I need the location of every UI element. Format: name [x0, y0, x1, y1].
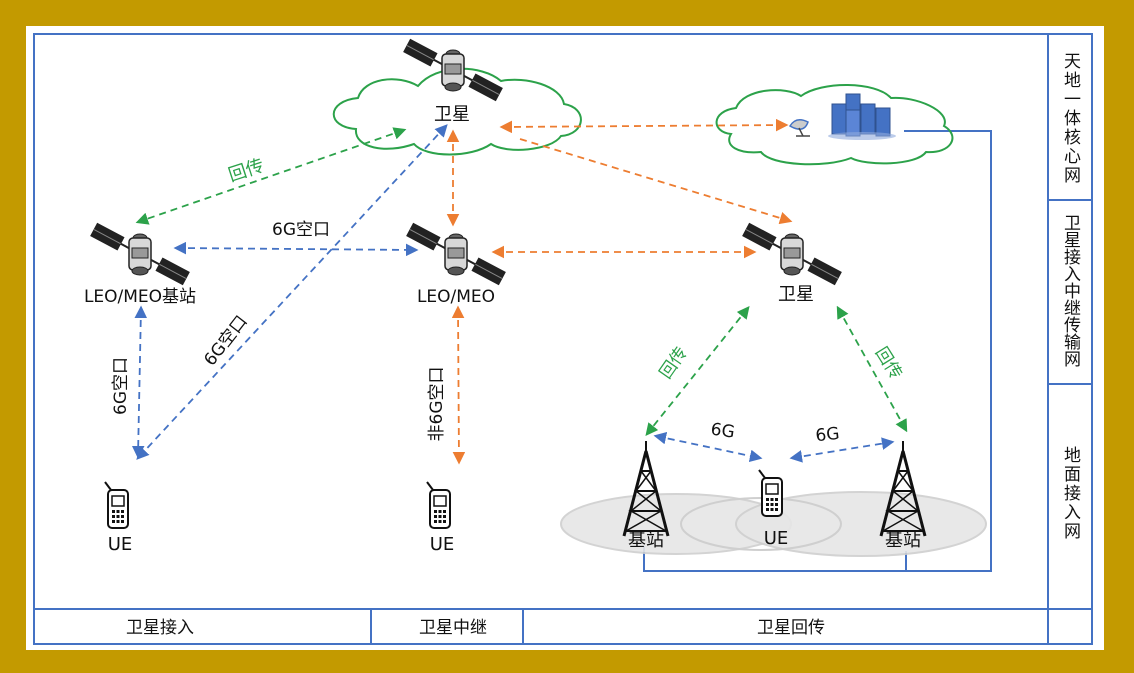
link-6g-air-vertical: [131, 305, 148, 459]
bottom-label-backhaul: 卫星回传: [757, 618, 825, 638]
backhaul-right-left-label: 回传: [656, 343, 692, 382]
base-station-right-label: 基站: [885, 530, 921, 551]
link-sat-core: [499, 118, 789, 134]
bottom-label-relay: 卫星中继: [419, 618, 487, 638]
right-satellite-label: 卫星: [778, 284, 814, 305]
ue-right-icon: [758, 469, 783, 517]
ue-middle-label: UE: [430, 534, 455, 555]
link-6g-air-diagonal: [136, 124, 448, 460]
backhaul-left-label: 回传: [226, 155, 267, 186]
leo-meo-satellite-icon: [405, 222, 507, 286]
non-6g-air-label: 非6G空口: [427, 367, 447, 442]
leo-meo-base-label: LEO/MEO基站: [84, 287, 196, 307]
backhaul-wire: [643, 130, 992, 572]
g6-right-label: 6G: [814, 424, 840, 446]
ue-middle-icon: [426, 481, 451, 529]
link-backhaul-left: [135, 127, 407, 225]
link-6g-air-top: [173, 241, 419, 257]
satellite-dish-icon: [788, 119, 810, 137]
base-station-left-label: 基站: [628, 530, 664, 551]
ue-left-label: UE: [108, 534, 133, 555]
air-6g-vertical-label: 6G空口: [111, 357, 131, 415]
leo-meo-label: LEO/MEO: [417, 287, 495, 307]
network-diagram: 卫星 LEO/MEO基站 LEO/MEO 卫星 UE UE UE 基站 基站 回…: [33, 33, 1093, 645]
bottom-label-access: 卫星接入: [126, 618, 194, 638]
air-6g-diagonal-label: 6G空口: [200, 312, 251, 370]
side-label-ground: 地面接入网: [1060, 446, 1081, 541]
top-satellite-label: 卫星: [434, 104, 470, 125]
air-6g-top-label: 6G空口: [272, 220, 330, 240]
top-satellite-icon: [402, 38, 504, 102]
link-non6g-air: [451, 305, 466, 465]
g6-left-label: 6G: [709, 419, 736, 442]
link-backhaul-right-left: [645, 306, 750, 436]
ue-left-icon: [104, 481, 129, 529]
link-6g-left: [653, 431, 763, 463]
server-icon: [828, 93, 896, 140]
leo-meo-base-satellite-icon: [89, 222, 191, 286]
outer-border: [33, 33, 1093, 645]
link-6g-right: [789, 437, 895, 463]
side-label-satellite: 卫星接入中继传输网: [1060, 214, 1081, 368]
ue-right-label: UE: [764, 528, 789, 549]
coverage-area-right: [735, 491, 987, 557]
side-label-core: 天地一体核心网: [1060, 52, 1081, 185]
right-satellite-icon: [741, 222, 843, 286]
core-network-cloud: [715, 84, 954, 166]
diagram-frame: 卫星 LEO/MEO基站 LEO/MEO 卫星 UE UE UE 基站 基站 回…: [26, 26, 1104, 650]
